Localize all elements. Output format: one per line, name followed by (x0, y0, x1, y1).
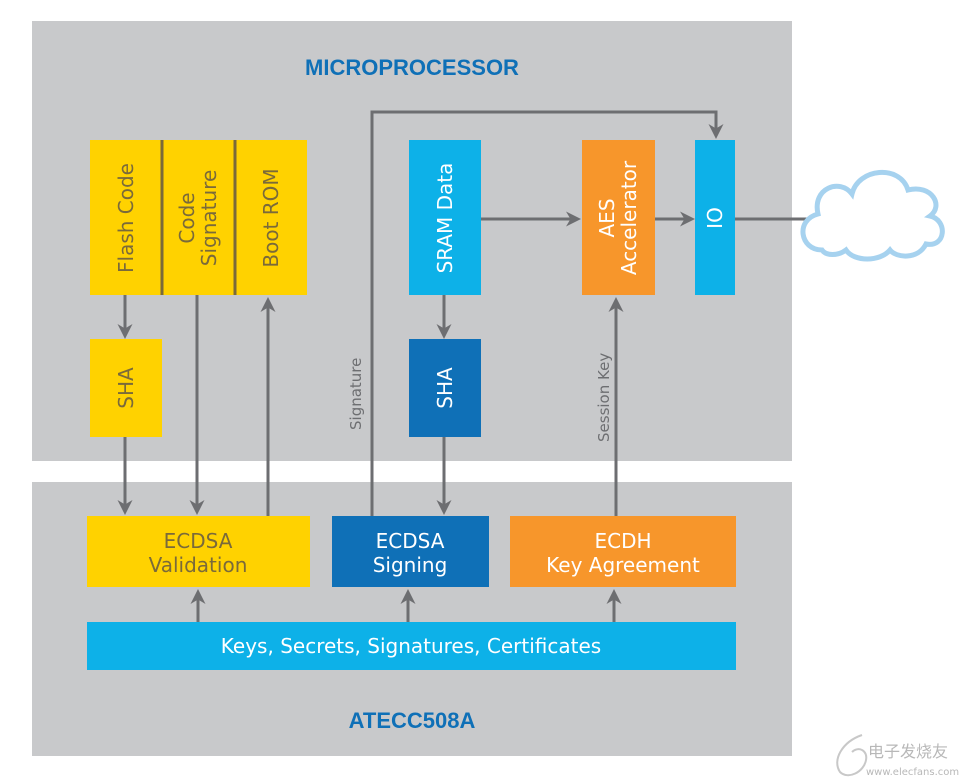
edge-label-session-key: Session Key (595, 353, 613, 442)
svg-text:ECDSA: ECDSA (376, 529, 445, 553)
edge-label-signature: Signature (347, 358, 365, 430)
svg-text:Code: Code (175, 192, 199, 243)
watermark-logo-icon (836, 734, 868, 777)
svg-text:Key Agreement: Key Agreement (546, 553, 700, 577)
node-sha-yellow: SHA (90, 339, 162, 437)
node-ecdh-key-agreement: ECDH Key Agreement (510, 516, 736, 587)
node-ecdsa-signing: ECDSA Signing (332, 516, 489, 587)
edges (117, 110, 845, 622)
svg-text:SHA: SHA (114, 367, 138, 409)
svg-text:AES: AES (595, 198, 619, 237)
atecc508a-title: ATECC508A (349, 708, 476, 733)
watermark-url: www.elecfans.com (866, 767, 959, 778)
node-io: IO (695, 140, 735, 295)
node-flash-code: Flash Code (90, 140, 162, 295)
node-sha-blue: SHA (409, 339, 481, 437)
svg-text:SRAM Data: SRAM Data (433, 163, 457, 274)
svg-text:Boot ROM: Boot ROM (259, 168, 283, 267)
edge-signing-to-io (370, 110, 724, 516)
svg-text:ECDH: ECDH (594, 529, 651, 553)
node-keys-secrets-store: Keys, Secrets, Signatures, Certificates (87, 622, 736, 670)
svg-text:IO: IO (703, 207, 727, 229)
svg-text:Signature: Signature (197, 170, 221, 266)
svg-text:Accelerator: Accelerator (617, 160, 641, 275)
svg-text:Signing: Signing (373, 553, 448, 577)
svg-text:Keys, Secrets, Signatures, Cer: Keys, Secrets, Signatures, Certificates (221, 634, 601, 658)
watermark-cn: 电子发烧友 (868, 742, 948, 761)
svg-text:ECDSA: ECDSA (164, 529, 233, 553)
microprocessor-title: MICROPROCESSOR (305, 55, 519, 80)
node-sram-data: SRAM Data (409, 140, 481, 295)
cloud-icon (800, 170, 945, 262)
node-code-signature: Code Signature (162, 140, 234, 295)
watermark: 电子发烧友 www.elecfans.com (836, 734, 959, 778)
svg-text:Validation: Validation (149, 553, 248, 577)
node-aes-accelerator: AES Accelerator (582, 140, 655, 295)
svg-text:SHA: SHA (433, 367, 457, 409)
svg-text:Flash Code: Flash Code (114, 163, 138, 273)
node-ecdsa-validation: ECDSA Validation (87, 516, 310, 587)
node-boot-rom: Boot ROM (234, 140, 307, 295)
